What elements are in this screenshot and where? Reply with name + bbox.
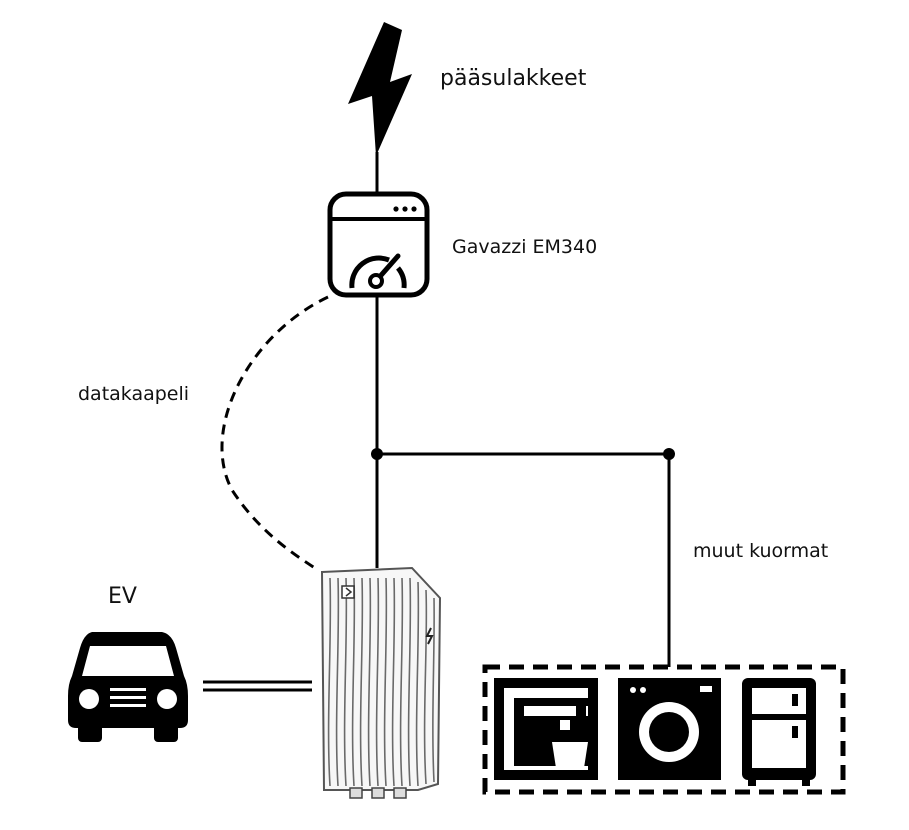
junction-dot (371, 448, 383, 460)
ev-label: EV (108, 584, 137, 609)
junction-dot (663, 448, 675, 460)
washing-machine-icon (618, 678, 721, 780)
data-cable-label: datakaapeli (78, 383, 190, 405)
coffee-machine-icon (494, 678, 598, 780)
data-cable (220, 295, 329, 572)
car-icon (68, 632, 188, 742)
other-loads-label: muut kuormat (693, 540, 829, 562)
lightning-bolt-icon (348, 22, 412, 156)
refrigerator-icon (742, 678, 816, 786)
ev-charger-icon (320, 566, 442, 799)
energy-meter-icon (327, 191, 430, 298)
energy-meter-label: Gavazzi EM340 (452, 236, 598, 258)
main-fuses-label: pääsulakkeet (440, 66, 587, 91)
loads-group (482, 664, 846, 795)
